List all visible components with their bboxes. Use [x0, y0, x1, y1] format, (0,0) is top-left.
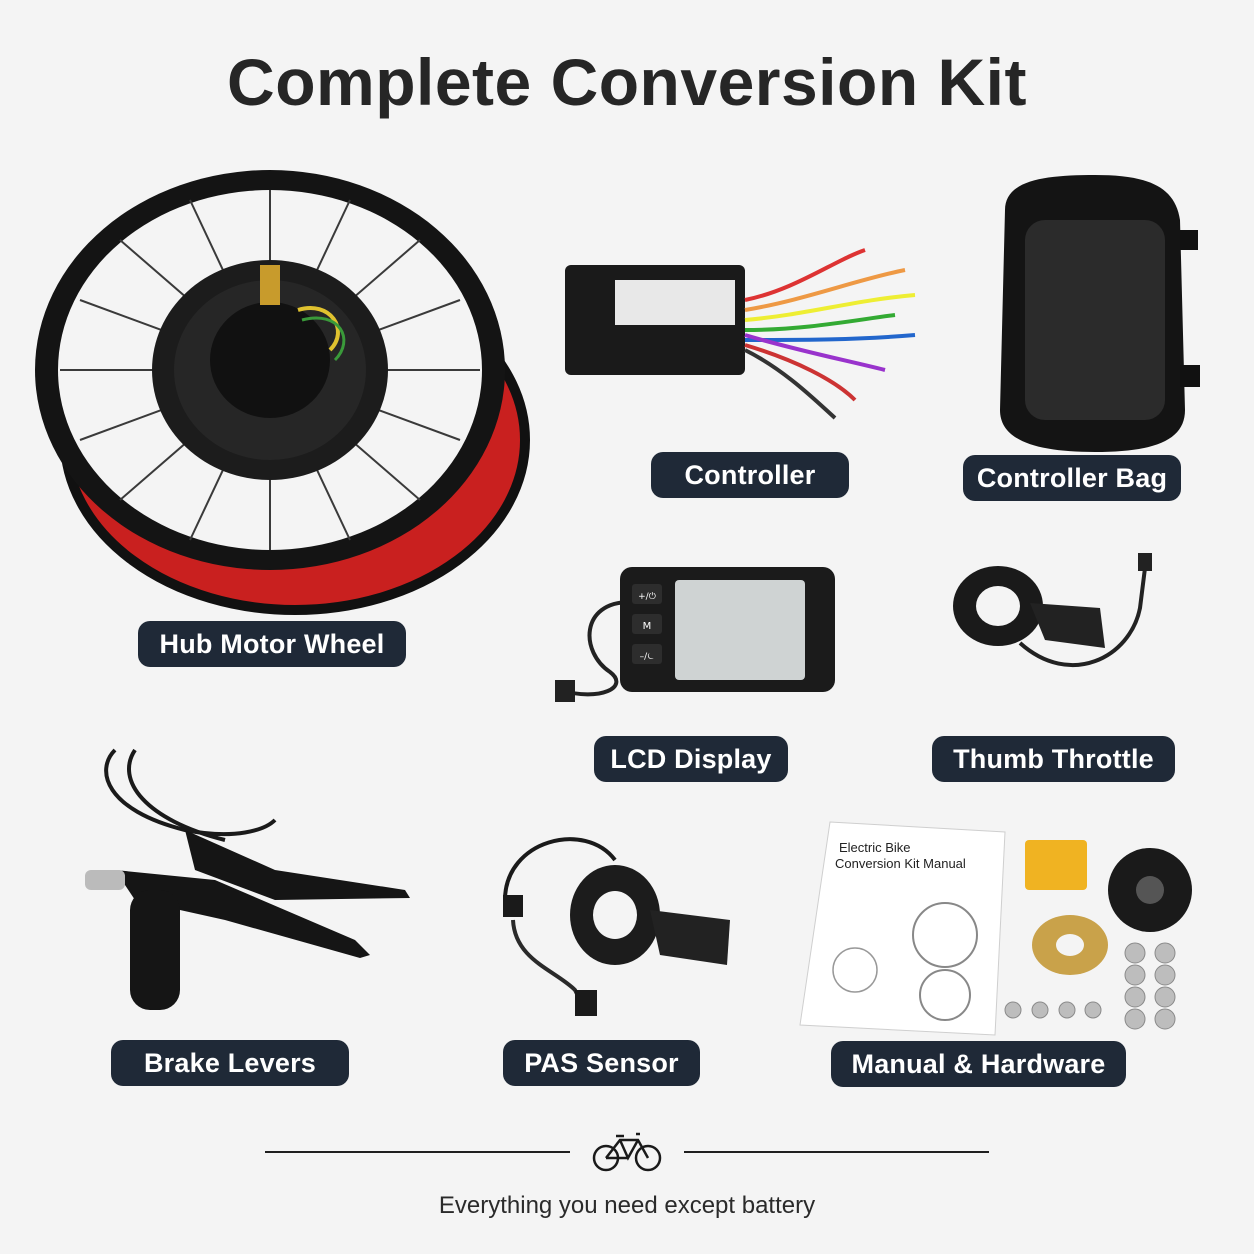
pas-sensor-image	[503, 837, 730, 1016]
controller-bag-image	[1000, 175, 1200, 452]
lcd-display-image: +/⏻ M –/⏾	[555, 567, 835, 702]
bicycle-icon	[592, 1132, 662, 1172]
footer-divider-left	[265, 1151, 570, 1153]
brake-levers-label: Brake Levers	[111, 1040, 349, 1086]
svg-text:–/⏾: –/⏾	[640, 652, 655, 662]
thumb-throttle-label: Thumb Throttle	[932, 736, 1175, 782]
svg-text:M: M	[643, 621, 652, 632]
brake-levers-image	[85, 748, 410, 1010]
svg-text:+/⏻: +/⏻	[638, 591, 656, 602]
controller-image	[565, 248, 916, 420]
page-title: Complete Conversion Kit	[227, 45, 1027, 119]
thumb-throttle-image	[953, 553, 1152, 668]
controller-bag-label: Controller Bag	[963, 455, 1181, 501]
controller-label: Controller	[651, 452, 849, 498]
manual-hardware-image: Electric Bike Conversion Kit Manual	[799, 821, 1192, 1036]
footer-divider-right	[684, 1151, 989, 1153]
manual-title-line1: Electric Bike	[839, 840, 911, 855]
hub-motor-wheel-label: Hub Motor Wheel	[138, 621, 406, 667]
footer-tagline: Everything you need except battery	[438, 1192, 816, 1219]
hub-motor-wheel-image	[35, 170, 530, 615]
manual-title-line2: Conversion Kit Manual	[835, 856, 966, 871]
pas-sensor-label: PAS Sensor	[503, 1040, 700, 1086]
manual-hardware-label: Manual & Hardware	[831, 1041, 1126, 1087]
lcd-display-label: LCD Display	[594, 736, 788, 782]
